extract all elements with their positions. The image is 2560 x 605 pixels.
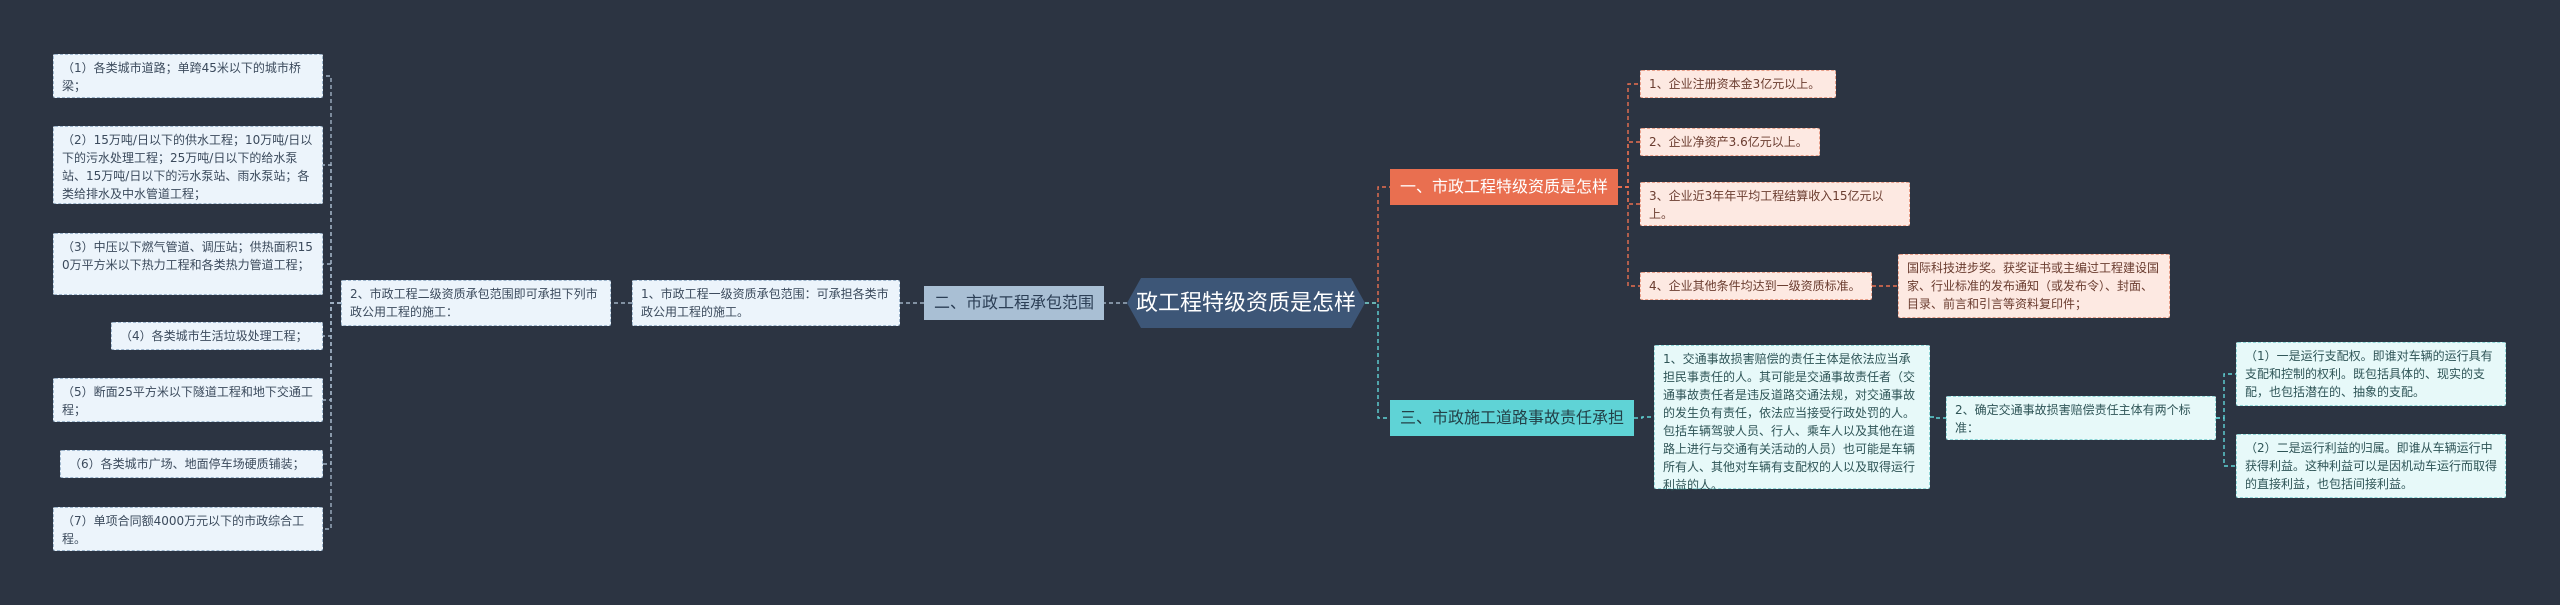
special-grade-subitem[interactable]: 国际科技进步奖。获奖证书或主编过工程建设国家、行业标准的发布通知（或发布令）、封… xyxy=(1898,254,2170,318)
scope-item-4[interactable]: （4）各类城市生活垃圾处理工程； xyxy=(111,322,323,350)
link-special-item-2 xyxy=(1618,141,1640,188)
scope-item-3[interactable]: （3）中压以下燃气管道、调压站；供热面积150万平方米以下热力工程和各类热力管道… xyxy=(53,233,323,295)
level2-contract-scope[interactable]: 2、市政工程二级资质承包范围即可承担下列市政公用工程的施工： xyxy=(341,280,611,326)
link-special-item-1 xyxy=(1618,83,1640,188)
link-scope-item-5 xyxy=(323,302,341,401)
link-root-cyan xyxy=(1365,302,1390,419)
liability-standard-1[interactable]: （1）一是运行支配权。即谁对车辆的运行具有支配和控制的权利。既包括具体的、现实的… xyxy=(2236,342,2506,406)
root-node[interactable]: 政工程特级资质是怎样 xyxy=(1127,278,1365,328)
special-grade-item-2[interactable]: 2、企业净资产3.6亿元以上。 xyxy=(1640,128,1820,156)
link-scope-item-1 xyxy=(323,75,341,304)
branch-accident-liability[interactable]: 三、市政施工道路事故责任承担 xyxy=(1390,400,1634,436)
branch-special-grade[interactable]: 一、市政工程特级资质是怎样 xyxy=(1390,169,1618,205)
link-root-orange xyxy=(1365,186,1390,304)
liability-standard-2[interactable]: （2）二是运行利益的归属。即谁从车辆运行中获得利益。这种利益可以是因机动车运行而… xyxy=(2236,434,2506,498)
link-scope-item-3 xyxy=(323,263,341,304)
link-standard-2 xyxy=(2216,417,2236,467)
link-scope-item-7 xyxy=(323,302,341,530)
liability-level1[interactable]: 1、交通事故损害赔偿的责任主体是依法应当承担民事责任的人。其可能是交通事故责任者… xyxy=(1654,345,1930,492)
branch-contract-scope[interactable]: 二、市政工程承包范围 xyxy=(924,286,1104,320)
link-special-item-3 xyxy=(1618,186,1640,205)
level1-contract-scope[interactable]: 1、市政工程一级资质承包范围：可承担各类市政公用工程的施工。 xyxy=(632,280,900,326)
scope-item-5[interactable]: （5）断面25平方米以下隧道工程和地下交通工程； xyxy=(53,378,323,422)
special-grade-item-4[interactable]: 4、企业其他条件均达到一级资质标准。 xyxy=(1640,272,1872,300)
special-grade-item-1[interactable]: 1、企业注册资本金3亿元以上。 xyxy=(1640,70,1836,98)
scope-item-6[interactable]: （6）各类城市广场、地面停车场硬质铺装； xyxy=(60,450,323,478)
scope-item-7[interactable]: （7）单项合同额4000万元以下的市政综合工程。 xyxy=(53,507,323,551)
liability-level2[interactable]: 2、确定交通事故损害赔偿责任主体有两个标准： xyxy=(1946,396,2216,440)
link-liability-l2 xyxy=(1930,416,1946,419)
link-scope-item-6 xyxy=(323,302,341,465)
link-scope-item-4 xyxy=(323,302,341,337)
link-liability-l1 xyxy=(1634,416,1654,419)
link-special-item-4 xyxy=(1618,186,1640,287)
link-scope-item-2 xyxy=(323,164,341,304)
link-standard-1 xyxy=(2216,373,2236,419)
special-grade-item-3[interactable]: 3、企业近3年年平均工程结算收入15亿元以上。 xyxy=(1640,182,1910,226)
scope-item-1[interactable]: （1）各类城市道路；单跨45米以下的城市桥梁； xyxy=(53,54,323,98)
scope-item-2[interactable]: （2）15万吨/日以下的供水工程；10万吨/日以下的污水处理工程；25万吨/日以… xyxy=(53,126,323,204)
